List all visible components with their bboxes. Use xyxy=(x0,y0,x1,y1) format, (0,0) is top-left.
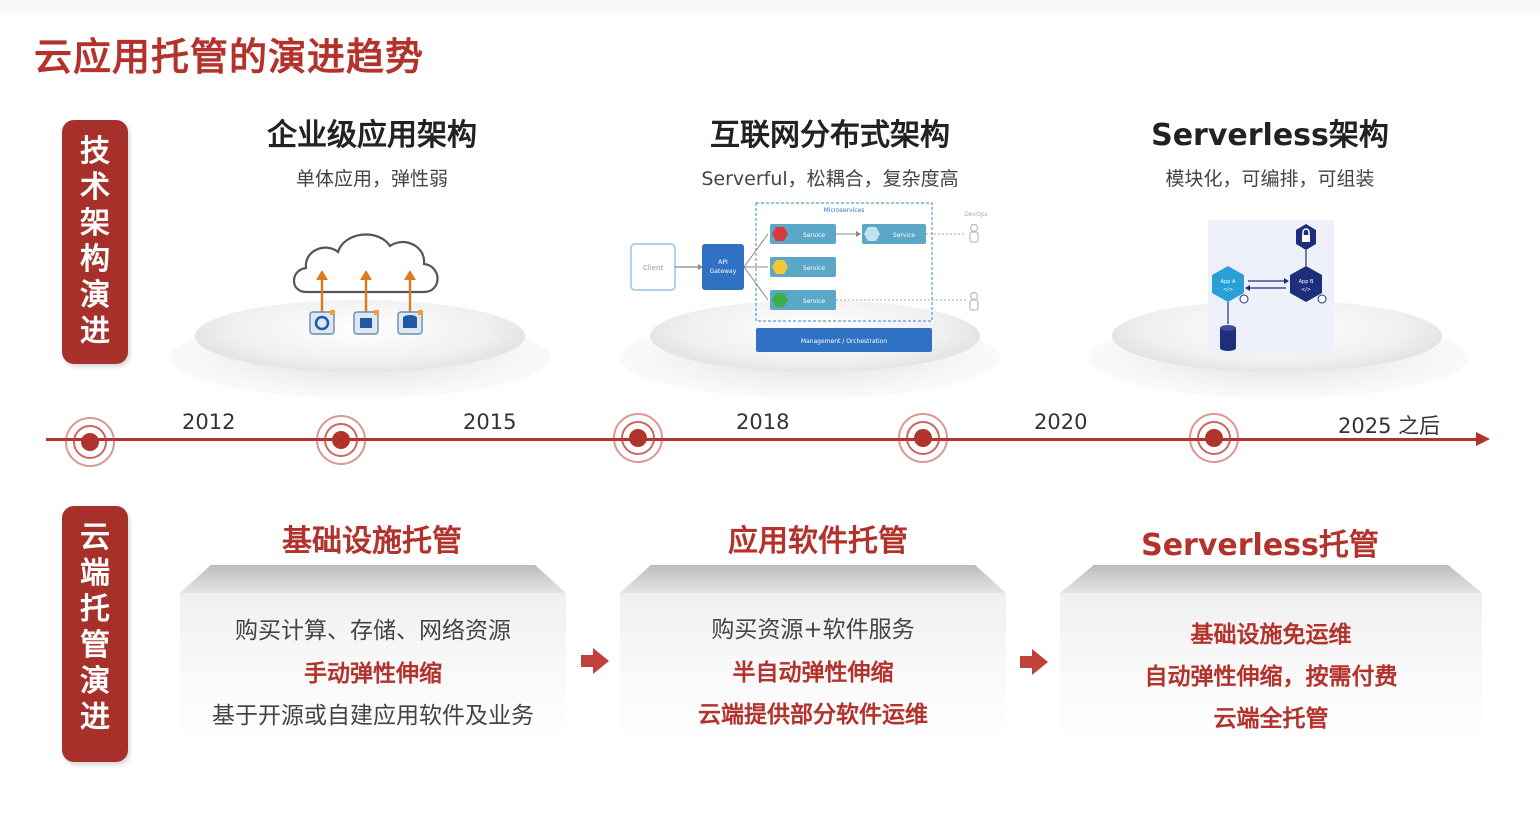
lock-icon xyxy=(1296,224,1316,250)
api-gateway-box xyxy=(702,244,744,290)
side-label-tech-evolution: 技 术 架 构 演 进 xyxy=(62,120,128,364)
service-hex-icon xyxy=(772,293,788,307)
hosting-line: 购买资源+软件服务 xyxy=(711,617,915,643)
devops-label: DevOps xyxy=(964,211,988,218)
side-label-char: 托 xyxy=(80,592,110,627)
app-b-code: </> xyxy=(1301,287,1311,293)
app-b-hex-icon xyxy=(1290,266,1322,302)
gateway-label: Gateway xyxy=(710,268,737,275)
database-icon xyxy=(1220,325,1236,351)
hosting-line-highlight: 半自动弹性伸缩 xyxy=(732,660,894,686)
hosting-panel-infrastructure: 购买计算、存储、网络资源 手动弹性伸缩 基于开源或自建应用软件及业务 xyxy=(180,565,566,745)
hosting-line-highlight: 自动弹性伸缩，按需付费 xyxy=(1144,664,1398,690)
hosting-title: 基础设施托管 xyxy=(282,524,462,559)
hosting-line-highlight: 云端全托管 xyxy=(1213,706,1329,732)
gateway-label: API xyxy=(718,259,728,266)
cloud-icon xyxy=(292,233,439,294)
service-label: Service xyxy=(893,232,915,239)
hosting-line-highlight: 手动弹性伸缩 xyxy=(304,661,442,687)
timeline-node xyxy=(898,413,948,463)
arch-distributed: 互联网分布式架构 Serverful，松耦合，复杂度高 xyxy=(610,110,1050,191)
arch-subtitle: 模块化，可编排，可组装 xyxy=(1165,168,1375,190)
upload-arrow-icon xyxy=(316,270,416,312)
arch-title: Serverless架构 xyxy=(1151,118,1389,153)
arch-title: 企业级应用架构 xyxy=(267,118,477,153)
hosting-line-highlight: 云端提供部分软件运维 xyxy=(698,702,928,728)
person-icon xyxy=(969,291,979,311)
timeline-node xyxy=(65,417,115,467)
flow-arrow-icon xyxy=(581,648,609,674)
side-label-char: 技 xyxy=(80,134,110,169)
app-a-hex-icon xyxy=(1212,266,1244,302)
side-label-char: 进 xyxy=(80,314,110,349)
flow-arrow-icon xyxy=(1020,649,1048,675)
timeline-arrowhead xyxy=(1476,432,1490,446)
server-icons xyxy=(309,310,423,335)
service-box xyxy=(862,224,926,244)
service-box xyxy=(770,257,836,277)
hosting-line-highlight: 基础设施免运维 xyxy=(1190,622,1352,648)
app-a-label: App A xyxy=(1221,279,1236,285)
cloud-illustration xyxy=(292,233,439,335)
timeline-node xyxy=(1189,413,1239,463)
hosting-panel-app-software: 购买资源+软件服务 半自动弹性伸缩 云端提供部分软件运维 xyxy=(620,565,1006,745)
side-label-char: 构 xyxy=(80,242,110,277)
microservices-group xyxy=(755,202,933,322)
microservices-label: Microservices xyxy=(824,207,865,214)
client-label: Client xyxy=(643,264,664,272)
panel-cap xyxy=(620,565,1006,593)
cloud-badge-icon xyxy=(1239,294,1249,304)
side-label-char: 演 xyxy=(80,278,110,313)
side-label-char: 端 xyxy=(80,556,110,591)
timeline-node xyxy=(316,415,366,465)
service-label: Service xyxy=(803,265,825,272)
timeline-axis xyxy=(46,438,1478,441)
timeline-node xyxy=(613,413,663,463)
side-label-char: 进 xyxy=(80,700,110,735)
panel-cap xyxy=(180,565,566,593)
arch-subtitle: 单体应用，弹性弱 xyxy=(295,168,448,190)
person-icon xyxy=(969,223,979,243)
side-label-char: 云 xyxy=(80,520,110,555)
serverless-illustration: App A </> App B </> xyxy=(1208,220,1334,354)
service-label: Service xyxy=(803,298,825,305)
service-box xyxy=(770,290,836,310)
hosting-line: 基于开源或自建应用软件及业务 xyxy=(212,703,534,729)
side-label-char: 架 xyxy=(80,206,110,241)
page-title: 云应用托管的演进趋势 xyxy=(34,35,425,79)
panel-body xyxy=(620,593,1006,745)
app-a-code: </> xyxy=(1223,287,1233,293)
panel-cap xyxy=(1060,565,1482,593)
side-label-char: 演 xyxy=(80,664,110,699)
service-hex-icon xyxy=(772,227,788,241)
panel-body xyxy=(1060,593,1482,745)
arch-title: 互联网分布式架构 xyxy=(710,118,950,153)
year-label: 2018 xyxy=(736,410,790,434)
arch-serverless: Serverless架构 模块化，可编排，可组装 xyxy=(1050,110,1490,191)
hosting-title: Serverless托管 xyxy=(1141,528,1379,563)
panel-body xyxy=(180,593,566,745)
hosting-line: 购买计算、存储、网络资源 xyxy=(235,618,511,644)
arch-subtitle: Serverful，松耦合，复杂度高 xyxy=(701,168,959,190)
side-label-char: 术 xyxy=(80,170,110,205)
hosting-panel-serverless: 基础设施免运维 自动弹性伸缩，按需付费 云端全托管 xyxy=(1060,565,1482,745)
service-box xyxy=(770,224,836,244)
year-label: 2025 之后 xyxy=(1338,414,1441,438)
service-hex-icon xyxy=(864,227,880,241)
year-label: 2015 xyxy=(463,410,517,434)
year-label: 2012 xyxy=(182,410,236,434)
management-bar xyxy=(756,328,932,352)
side-label-char: 管 xyxy=(80,628,110,663)
management-label: Management / Orchestration xyxy=(801,338,888,345)
microservices-illustration: Client API Gateway Microservices Service… xyxy=(630,202,988,352)
service-hex-icon xyxy=(772,260,788,274)
arch-enterprise: 企业级应用架构 单体应用，弹性弱 xyxy=(152,110,592,191)
side-label-cloud-hosting-evolution: 云 端 托 管 演 进 xyxy=(62,506,128,762)
app-b-label: App B xyxy=(1299,279,1314,285)
service-label: Service xyxy=(803,232,825,239)
cloud-badge-icon xyxy=(1317,294,1327,304)
hosting-title: 应用软件托管 xyxy=(728,524,908,559)
year-label: 2020 xyxy=(1034,410,1088,434)
top-strip xyxy=(0,0,1540,22)
